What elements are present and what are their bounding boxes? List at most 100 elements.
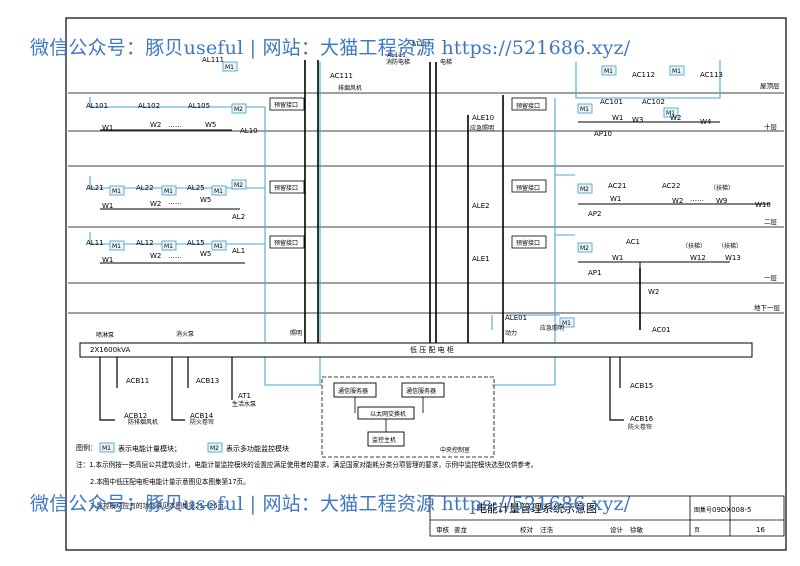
label-al25: AL25 (187, 184, 205, 192)
note-2: 2.本图中低压配电柜电能计量示意图见本图集第17页。 (90, 477, 250, 486)
label-ap10: AP10 (594, 130, 612, 138)
label-at1: AT1 (238, 392, 251, 400)
label-ac102: AC102 (642, 98, 665, 106)
label-w2-f2: W2 (150, 200, 161, 208)
reserve-if-f2: 预留接口 (274, 184, 298, 192)
label-w13-r1: W13 (725, 254, 741, 262)
module-m2-al2: M2 (234, 182, 243, 189)
label-al101: AL101 (86, 102, 108, 110)
dots-r2: …… (690, 195, 704, 203)
label-spare-r1b: （扶梯） (718, 242, 742, 250)
label-fire-elevator: 消防电梯 (386, 58, 410, 66)
tb-design: 设计 (610, 525, 624, 534)
legend-label: 图例： (76, 443, 97, 452)
label-lighting: 照明 (290, 330, 302, 337)
module-m1-ale01-box (559, 317, 575, 328)
dots-f1: …… (168, 252, 182, 260)
label-al111: AL111 (202, 56, 224, 64)
lower-drops (99, 357, 624, 421)
floor-label-roof: 屋顶层 (760, 82, 780, 90)
label-acb14: ACB14 (190, 412, 214, 420)
label-al105: AL105 (188, 102, 210, 110)
label-ac22: AC22 (662, 182, 680, 190)
label-acb13: ACB13 (196, 377, 219, 385)
module-m2-al10: M2 (234, 106, 243, 113)
label-al21: AL21 (86, 184, 104, 192)
module-m1-al22-box (161, 185, 177, 196)
label-w1-f2: W1 (102, 202, 113, 210)
legend-m2-desc: 表示多功能监控模块 (226, 444, 289, 453)
label-eth-switch: 以太网交换机 (370, 410, 406, 418)
label-spare-r2: （扶梯） (710, 184, 734, 192)
floor-label-1: 一层 (764, 274, 778, 282)
module-m2-ap1-box (577, 242, 593, 253)
label-smoke-fan: 防排烟风机 (128, 418, 158, 426)
label-w1-r1: W1 (612, 254, 623, 262)
label-emergency-10: 应急照明 (470, 124, 494, 132)
label-w1-r2: W1 (610, 195, 621, 203)
label-w1-f10: W1 (102, 124, 113, 132)
label-al22: AL22 (136, 184, 154, 192)
label-w5-f2: W5 (200, 196, 211, 204)
label-ale1: ALE1 (472, 255, 490, 263)
label-al15: AL15 (187, 239, 205, 247)
reserve-if-r1: 预留接口 (516, 239, 540, 247)
label-w9-r2: W9 (716, 197, 727, 205)
page-number: 16 (756, 526, 765, 534)
feeder-lines (100, 121, 770, 330)
module-m1-al12-box (161, 240, 177, 251)
watermark-bottom: 微信公众号：豚贝useful | 网站：大猫工程资源 https://52168… (30, 493, 631, 515)
tb-review: 审核 (436, 525, 450, 534)
module-m2-ap2-box (577, 183, 593, 194)
label-ale01: ALE01 (505, 314, 527, 322)
legend-m2: M2 (210, 445, 219, 452)
label-ac112: AC112 (632, 71, 655, 79)
label-acb11: ACB11 (126, 377, 149, 385)
lv-busbar (79, 342, 753, 358)
page-label: 页 (694, 527, 700, 534)
label-acb12: ACB12 (124, 412, 147, 420)
module-m1-ac112: M1 (604, 68, 613, 75)
label-al2: AL2 (232, 213, 245, 221)
label-ale2: ALE2 (472, 202, 490, 210)
module-m1-ac101-box (577, 103, 593, 114)
label-elevator: 电梯 (440, 58, 452, 66)
legend-m2-box (207, 442, 223, 453)
module-m2-ap1: M2 (580, 245, 589, 252)
sheet-border (65, 17, 787, 551)
label-lv-bus: 低 压 配 电 柜 (410, 345, 454, 354)
label-w1-f1: W1 (102, 256, 113, 264)
label-spray-pump: 喷淋泵 (96, 331, 114, 339)
label-al10: AL10 (240, 127, 258, 135)
module-m1-ac102: M1 (666, 110, 675, 117)
module-m1-ac113-box (669, 65, 685, 76)
module-m1-al15-box (211, 240, 227, 251)
label-w2-r2: W2 (672, 197, 683, 205)
label-transformer: 2X1600kVA (90, 346, 130, 354)
reserve-if-r2: 预留接口 (516, 184, 540, 192)
floor-lines (68, 92, 784, 314)
label-ac101: AC101 (600, 98, 623, 106)
tb-check: 校对 (520, 525, 534, 534)
reserve-if-f10: 预留接口 (274, 101, 298, 109)
module-m2-al2-box (231, 179, 247, 190)
power-risers (304, 60, 641, 343)
legend-m1: M1 (102, 445, 111, 452)
label-w5-f1: W5 (200, 250, 211, 258)
note-1: 注：1.本示例按一类高层公共建筑设计，电能计量监控模块的设置应满足使用者的要求，… (76, 460, 537, 469)
label-spare-r1a: （扶梯） (682, 242, 706, 250)
dots-f2: …… (168, 198, 182, 206)
label-w10-r2: W10 (755, 201, 771, 209)
comm-bus-lines (89, 60, 721, 386)
label-fire-roller: 防火卷帘 (628, 423, 652, 431)
module-m1-al25: M1 (214, 188, 223, 195)
label-al102: AL102 (138, 102, 160, 110)
label-w1-r10: W1 (612, 114, 623, 122)
module-m1-al15: M1 (214, 243, 223, 250)
central-room-box (321, 376, 495, 458)
module-m1-al11-box (109, 240, 125, 251)
label-al111-c: AL111 (387, 52, 406, 59)
label-al12: AL12 (136, 239, 154, 247)
